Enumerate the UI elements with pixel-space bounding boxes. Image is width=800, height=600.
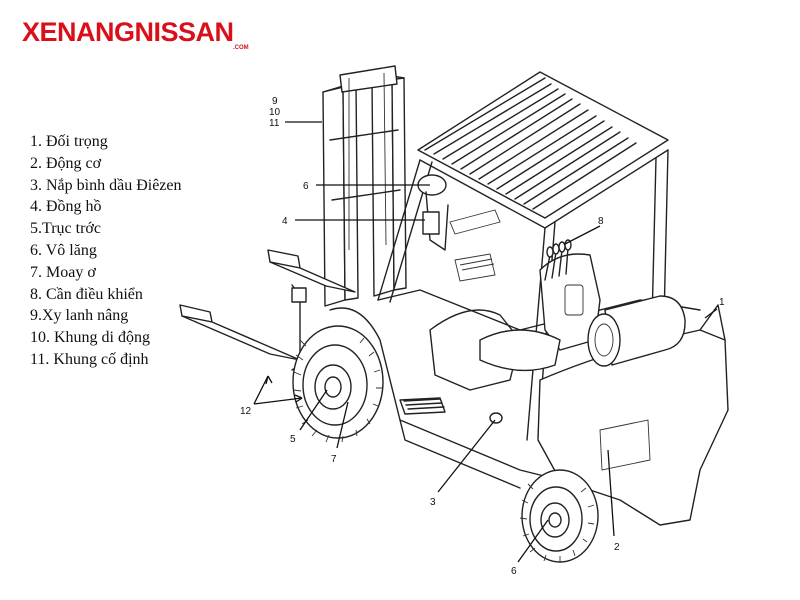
callout-5: 5 — [290, 434, 296, 445]
legend-item: 10. Khung di động — [30, 329, 150, 347]
legend-item: 4. Đồng hồ — [30, 198, 102, 216]
callout-9: 9 — [272, 96, 278, 107]
callout-11: 11 — [269, 118, 280, 129]
legend-item: 8. Cần điều khiển — [30, 285, 143, 303]
callout-8: 8 — [598, 216, 604, 227]
legend-item: 9.Xy lanh nâng — [30, 307, 129, 325]
legend-item: 11. Khung cố định — [30, 350, 149, 368]
steering — [417, 174, 501, 282]
legend-item: 5.Trục trớc — [30, 220, 101, 238]
callout-1: 1 — [719, 297, 725, 308]
control-levers — [544, 239, 572, 281]
legend-item: 3. Nắp bình dầu Điêzen — [30, 176, 182, 194]
front-wheel — [292, 325, 384, 443]
legend-item: 2. Động cơ — [30, 154, 102, 172]
seat — [479, 253, 601, 372]
chassis — [329, 289, 729, 526]
logo-text: XENANGNISSAN — [22, 17, 234, 47]
logo-domain: .COM — [233, 45, 249, 51]
legend-item: 7. Moay ơ — [30, 263, 96, 281]
rear-wheel — [519, 469, 599, 563]
callout-10: 10 — [269, 107, 281, 118]
callout-4: 4 — [282, 216, 288, 227]
fuel-cap — [489, 412, 503, 424]
legend-item: 6. Vô lăng — [30, 241, 97, 259]
parts-legend: 1. Đối trọng 2. Động cơ 3. Nắp bình dầu … — [30, 131, 182, 371]
callout-12: 12 — [240, 406, 252, 417]
callout-3: 3 — [430, 497, 436, 508]
gas-tank — [587, 295, 686, 367]
mast — [322, 65, 407, 307]
callout-6-wheel: 6 — [511, 566, 517, 577]
leader-lines — [253, 121, 718, 563]
brand-logo: XENANGNISSAN .COM — [22, 17, 249, 51]
callout-2: 2 — [614, 542, 620, 553]
callout-6-steering: 6 — [303, 181, 309, 192]
legend-item: 1. Đối trọng — [30, 133, 108, 150]
callout-7: 7 — [331, 454, 337, 465]
